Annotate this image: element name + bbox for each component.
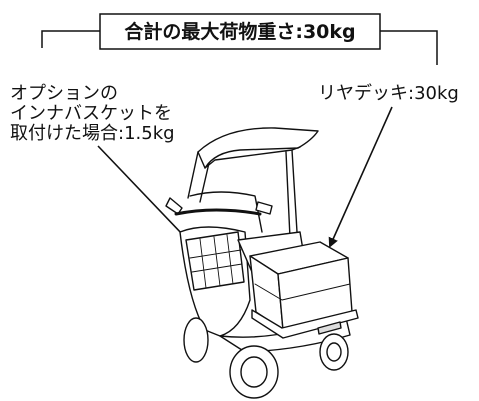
rear-pillar-inner xyxy=(285,151,291,239)
rear-pillar xyxy=(291,149,298,233)
inner-basket-label-line2: インナバスケットを xyxy=(10,103,172,124)
total-load-callout: 合計の最大荷物重さ:30kg xyxy=(41,13,438,65)
rear-right-hub xyxy=(326,342,342,362)
inner-basket-label-line1: オプションの xyxy=(10,83,118,104)
rear-deck-callout: リヤデッキ:30kg xyxy=(318,83,459,248)
rear-deck-label: リヤデッキ:30kg xyxy=(318,83,459,104)
basket-mesh xyxy=(189,234,243,289)
front-wheel xyxy=(183,317,209,363)
left-bracket-leader xyxy=(41,30,100,48)
right-bracket-leader xyxy=(380,30,438,65)
rear-deck-tray xyxy=(251,309,359,339)
front-pillar-inner xyxy=(199,162,210,203)
inner-basket-callout: オプションの インナバスケットを 取付けた場合:1.5kg xyxy=(10,83,207,260)
right-mirror xyxy=(255,201,273,215)
title-text: 合計の最大荷物重さ:30kg xyxy=(124,20,355,43)
left-mirror xyxy=(165,197,183,215)
cargo-box-strap xyxy=(254,283,351,301)
scooter-illustration xyxy=(165,127,359,399)
front-pillar xyxy=(187,151,199,199)
rear-left-hub xyxy=(240,356,268,388)
rear-light xyxy=(317,321,342,335)
handlebar xyxy=(174,208,262,216)
inner-basket xyxy=(185,231,245,291)
rear-deck-arrow xyxy=(328,106,393,248)
inner-basket-label-line3: 取付けた場合:1.5kg xyxy=(10,123,175,144)
windshield-frame xyxy=(189,191,263,233)
roof-edge xyxy=(204,146,301,169)
roof-canopy xyxy=(197,127,319,169)
